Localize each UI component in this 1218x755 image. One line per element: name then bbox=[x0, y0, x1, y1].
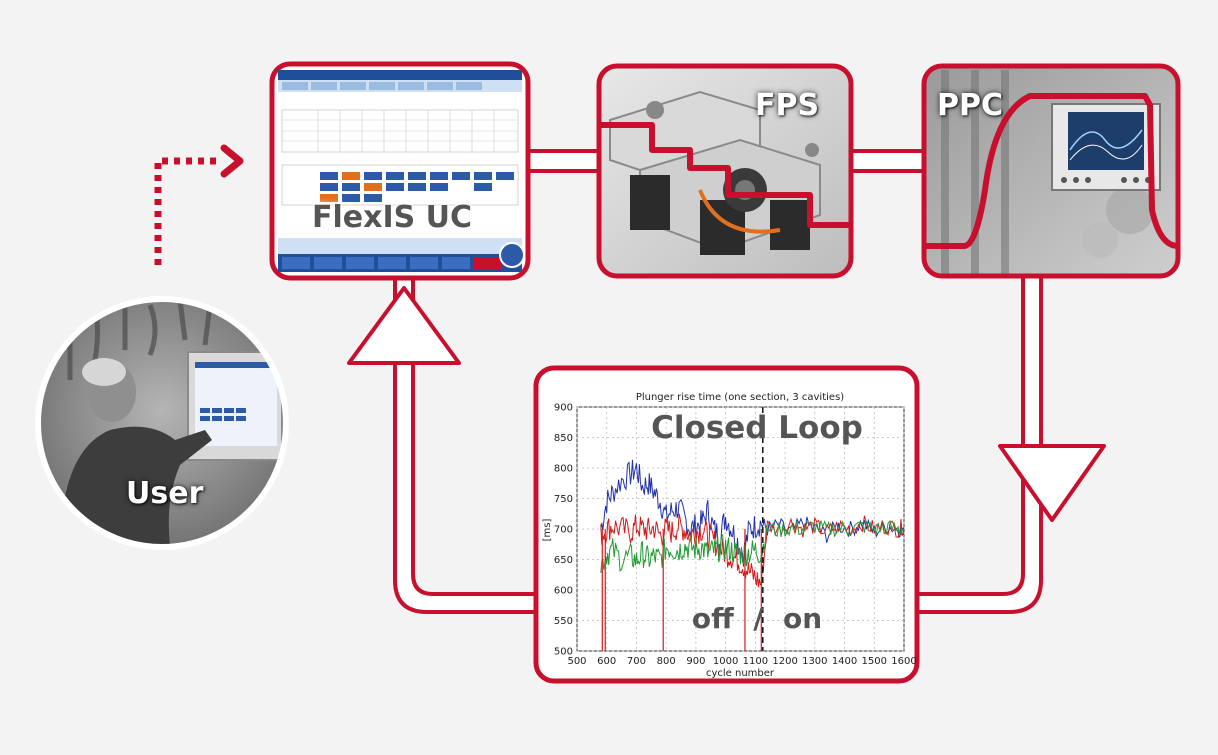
x-tick-label: 1000 bbox=[713, 656, 738, 667]
x-tick-label: 500 bbox=[567, 656, 586, 667]
fps-node bbox=[596, 63, 854, 279]
pipe-ppc-to-chart bbox=[908, 273, 1043, 614]
closed-loop-chart: 500 600 700 800 900 1000 1100 1200 1300 1400 1500 1… bbox=[533, 365, 920, 684]
y-tick-label: 550 bbox=[554, 616, 573, 627]
chart-xlabel: cycle number bbox=[706, 668, 775, 679]
series-line-3 bbox=[600, 519, 904, 573]
user-label: User bbox=[126, 476, 204, 511]
chart-title: Plunger rise time (one section, 3 caviti… bbox=[636, 392, 844, 403]
x-tick-label: 700 bbox=[627, 656, 646, 667]
chart-ylabel: [ms] bbox=[542, 519, 553, 542]
x-tick-label: 1600 bbox=[891, 656, 916, 667]
y-tick-label: 800 bbox=[554, 464, 573, 475]
x-tick-label: 1500 bbox=[862, 656, 887, 667]
pipe-flexis-fps bbox=[518, 149, 608, 173]
arrow-down-icon bbox=[998, 444, 1106, 522]
x-tick-label: 1100 bbox=[743, 656, 768, 667]
x-tick-label: 1300 bbox=[802, 656, 827, 667]
fps-label: FPS bbox=[755, 88, 820, 123]
user-node bbox=[35, 296, 289, 550]
ppc-label: PPC bbox=[937, 88, 1003, 123]
x-tick-label: 1200 bbox=[772, 656, 797, 667]
series-line-1 bbox=[600, 459, 904, 567]
y-tick-label: 900 bbox=[554, 403, 573, 414]
flexis-node bbox=[269, 61, 531, 281]
x-tick-label: 800 bbox=[657, 656, 676, 667]
y-tick-label: 700 bbox=[554, 525, 573, 536]
axis-layer: 500 600 700 800 900 1000 1100 1200 1300 1400 1500 1… bbox=[554, 403, 917, 668]
y-tick-label: 650 bbox=[554, 555, 573, 566]
x-tick-label: 600 bbox=[597, 656, 616, 667]
series-layer bbox=[600, 459, 904, 651]
y-tick-label: 500 bbox=[554, 647, 573, 658]
y-tick-label: 600 bbox=[554, 586, 573, 597]
pipe-chart-to-flexis bbox=[393, 338, 542, 614]
chart-overlay-bottom: off / on bbox=[692, 602, 822, 635]
arrow-up-icon bbox=[347, 286, 461, 365]
x-tick-label: 1400 bbox=[832, 656, 857, 667]
y-tick-label: 850 bbox=[554, 433, 573, 444]
y-tick-label: 750 bbox=[554, 494, 573, 505]
ppc-node bbox=[921, 63, 1181, 279]
flexis-label: FlexIS UC bbox=[312, 200, 473, 235]
chart-overlay-top: Closed Loop bbox=[651, 410, 863, 446]
x-tick-label: 900 bbox=[686, 656, 705, 667]
dotted-arrow-icon bbox=[154, 144, 244, 265]
pipe-fps-ppc bbox=[841, 149, 933, 173]
